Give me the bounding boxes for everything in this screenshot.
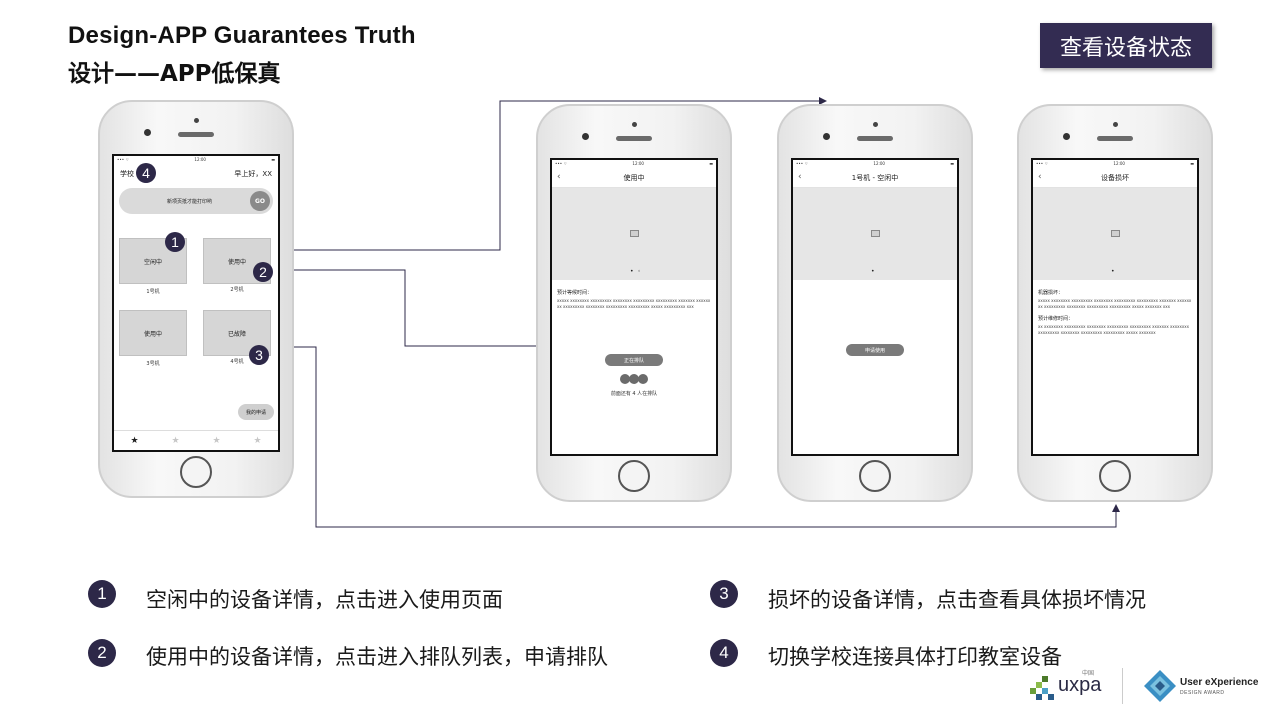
ux-award-logo-icon [1144, 670, 1176, 702]
connector-2 [272, 269, 548, 350]
tab-star-icon[interactable]: ★ [253, 435, 262, 446]
legend-num-4: 4 [710, 639, 738, 667]
status-bar: ••• ⌔12:00▬ [117, 157, 275, 162]
back-icon[interactable]: ‹ [798, 172, 802, 182]
ux-award-subtitle: DESIGN AWARD [1180, 690, 1225, 696]
screen-title: 1号机 - 空闲中 [851, 173, 899, 182]
device-image: • ◦ [552, 188, 716, 280]
device-status-button[interactable]: 查看设备状态 [1040, 23, 1212, 68]
phone-queue: ••• ⌔12:00▬ ‹使用中 • ◦ 预计等候时间： xxxxx xxxxx… [536, 104, 732, 502]
wait-text: xxxxx xxxxxxxx xxxxxxxxx xxxxxxxx xxxxxx… [557, 298, 711, 309]
legend-num-3: 3 [710, 580, 738, 608]
queueing-button[interactable]: 正在排队 [605, 354, 663, 366]
back-icon[interactable]: ‹ [1038, 172, 1042, 182]
callout-2: 2 [253, 262, 273, 282]
tab-bar: ★ ★ ★ ★ [114, 430, 278, 450]
callout-1: 1 [165, 232, 185, 252]
legend-num-2: 2 [88, 639, 116, 667]
broken-screen: ••• ⌔12:00▬ ‹设备损坏 • 机器损坏： xxxxx xxxxxxxx… [1031, 158, 1199, 456]
print-banner[interactable]: 新项页抵才能打印哟 GO [119, 188, 273, 214]
image-icon [1111, 230, 1120, 237]
banner-text: 新项页抵才能打印哟 [167, 198, 213, 205]
image-icon [630, 230, 639, 237]
queue-note: 前面还有 4 人在排队 [610, 391, 658, 397]
device-image: • [793, 188, 957, 280]
screen-title: 设备损坏 [1101, 173, 1129, 182]
uxpa-logo-text: uxpa [1058, 674, 1102, 696]
callout-3: 3 [249, 345, 269, 365]
image-icon [871, 230, 880, 237]
school-switch[interactable]: 学校 [120, 170, 134, 178]
repair-text: xx xxxxxxxx xxxxxxxxx xxxxxxxx xxxxxxxxx… [1038, 324, 1189, 335]
device-image: • [1033, 188, 1197, 280]
damage-label: 机器损坏： [1038, 290, 1064, 296]
tab-star-icon[interactable]: ★ [212, 435, 221, 446]
phone-broken: ••• ⌔12:00▬ ‹设备损坏 • 机器损坏： xxxxx xxxxxxxx… [1017, 104, 1213, 502]
callout-4: 4 [136, 163, 156, 183]
connector-3 [268, 346, 1120, 528]
device-caption-1: 1号机 [146, 289, 160, 295]
uxpa-logo-icon [1030, 676, 1054, 700]
my-apply-button[interactable]: 我的申请 [238, 404, 274, 420]
legend-num-1: 1 [88, 580, 116, 608]
page-title-en: Design-APP Guarantees Truth [68, 22, 416, 49]
legend-text-1: 空闲中的设备详情，点击进入使用页面 [146, 588, 503, 612]
home-button[interactable] [1099, 460, 1131, 492]
tab-star-icon[interactable]: ★ [171, 435, 180, 446]
idle-screen: ••• ⌔12:00▬ ‹1号机 - 空闲中 • 申请使用 [791, 158, 959, 456]
legend-text-3: 损坏的设备详情，点击查看具体损坏情况 [768, 588, 1146, 612]
device-tile-3[interactable]: 使用中 [119, 310, 187, 356]
device-tile-1[interactable]: 空闲中 [119, 238, 187, 284]
legend-text-2: 使用中的设备详情，点击进入排队列表，申请排队 [146, 645, 608, 669]
damage-text: xxxxx xxxxxxxx xxxxxxxxx xxxxxxxx xxxxxx… [1038, 298, 1192, 309]
home-button[interactable] [859, 460, 891, 492]
back-icon[interactable]: ‹ [557, 172, 561, 182]
tab-star-icon[interactable]: ★ [130, 435, 139, 446]
queue-avatars [552, 374, 716, 384]
home-button[interactable] [618, 460, 650, 492]
device-caption-4: 4号机 [230, 359, 244, 365]
ux-award-title: User eXperience [1180, 677, 1259, 688]
repair-label: 预计维修时间： [1038, 316, 1074, 322]
home-button[interactable] [180, 456, 212, 488]
legend-text-4: 切换学校连接具体打印教室设备 [768, 645, 1062, 669]
connector-1 [186, 97, 827, 251]
go-button[interactable]: GO [250, 191, 270, 211]
screen-title: 使用中 [623, 173, 645, 182]
wait-label: 预计等候时间： [557, 290, 593, 296]
uxpa-logo-cn: 中国 [1082, 670, 1095, 677]
logo-divider [1122, 668, 1123, 704]
device-caption-3: 3号机 [146, 361, 160, 367]
apply-use-button[interactable]: 申请使用 [846, 344, 904, 356]
device-caption-2: 2号机 [230, 287, 244, 293]
home-screen: ••• ⌔12:00▬ 学校 早上好，XX 新项页抵才能打印哟 GO 空闲中 1… [112, 154, 280, 452]
greeting: 早上好，XX [234, 170, 272, 178]
page-title-cn: 设计——APP低保真 [68, 61, 281, 87]
phone-home: ••• ⌔12:00▬ 学校 早上好，XX 新项页抵才能打印哟 GO 空闲中 1… [98, 100, 294, 498]
device-tile-2[interactable]: 使用中 [203, 238, 271, 284]
queue-screen: ••• ⌔12:00▬ ‹使用中 • ◦ 预计等候时间： xxxxx xxxxx… [550, 158, 718, 456]
phone-idle: ••• ⌔12:00▬ ‹1号机 - 空闲中 • 申请使用 [777, 104, 973, 502]
